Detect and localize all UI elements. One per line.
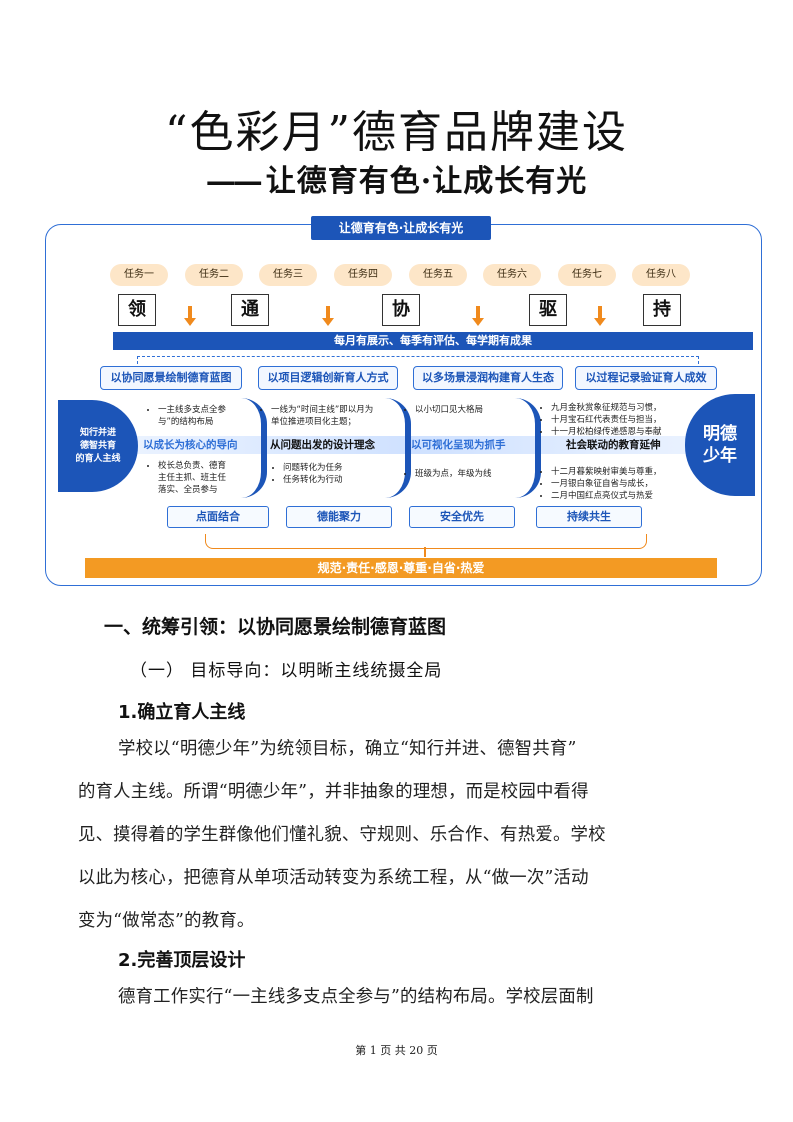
task-char: 持: [643, 294, 681, 326]
subtitle-dash: ——: [205, 164, 263, 199]
item-heading: 1.确立育人主线: [118, 702, 246, 723]
col3-bottom: 班级为点，年级为线: [405, 468, 515, 480]
strategy-box: 以项目逻辑创新育人方式: [258, 366, 398, 390]
bullet-item: 以小切口见大格局: [415, 404, 515, 416]
col4-top: 九月金秋赏象征规范与习惯， 十月宝石红代表责任与担当， 十一月松柏绿传递感恩与奉…: [541, 402, 691, 438]
col2-bottom: 问题转化为任务 任务转化为行动: [273, 462, 383, 486]
subsection-heading: （一） 目标导向：以明晰主线统摄全局: [130, 661, 443, 681]
task-pill: 任务八: [632, 264, 690, 286]
page-title: “色彩月”德育品牌建设: [165, 107, 628, 158]
task-pill: 任务四: [334, 264, 392, 286]
orange-brace: [205, 534, 647, 549]
paragraph-2: 德育工作实行“一主线多支点全参与”的结构布局。学校层面制: [78, 976, 718, 1019]
col4-bottom: 十二月暮紫映射审美与尊重， 一月银白象征自省与成长， 二月中国红点亮仪式与热爱: [541, 466, 691, 502]
bullet-item: 十月宝石红代表责任与担当，: [551, 414, 691, 426]
paragraph-line: 以此为核心，把德育从单项活动转变为系统工程，从“做一次”活动: [78, 868, 589, 888]
divider-arc: [385, 398, 411, 498]
bullet-item: 十二月暮紫映射审美与尊重，: [551, 466, 691, 478]
band-label: 从问题出发的设计理念: [270, 439, 375, 451]
paragraph-line: 的育人主线。所谓“明德少年”，并非抽象的理想，而是校园中看得: [78, 782, 589, 802]
bullet-item: 一线为“时间主线”即以月为单位推进项目化主题；: [271, 404, 381, 428]
values-bar: 规范·责任·感恩·尊重·自省·热爱: [85, 558, 717, 578]
brace-stem: [424, 547, 426, 557]
bullet-item: 一月银白象征自省与成长，: [551, 478, 691, 490]
section-heading: 一、统筹引领：以协同愿景绘制德育蓝图: [104, 616, 447, 638]
col1-top: 一主线多支点全参与”的结构布局: [148, 404, 234, 428]
bullet-item: 十一月松柏绿传递感恩与奉献: [551, 426, 691, 438]
task-char: 协: [382, 294, 420, 326]
task-char: 驱: [529, 294, 567, 326]
subtitle-text: 让德育有色·让成长有光: [265, 164, 588, 199]
task-pill: 任务七: [558, 264, 616, 286]
bullet-item: 校长总负责、德育主任主抓、班主任落实、全员参与: [158, 460, 234, 496]
task-char: 领: [118, 294, 156, 326]
band-label: 社会联动的教育延伸: [566, 439, 661, 451]
strategy-box: 以过程记录验证育人成效: [575, 366, 717, 390]
task-pill: 任务五: [409, 264, 467, 286]
task-pill: 任务六: [483, 264, 541, 286]
framework-diagram: 让德育有色·让成长有光 任务一 任务二 任务三 任务四 任务五 任务六 任务七 …: [45, 216, 762, 586]
diagram-banner: 让德育有色·让成长有光: [311, 216, 491, 240]
strategy-box: 以多场景浸润构建育人生态: [413, 366, 563, 390]
task-pill: 任务一: [110, 264, 168, 286]
page-subtitle: ——让德育有色·让成长有光: [0, 156, 793, 200]
paragraph-line: 变为“做常态”的教育。: [78, 911, 255, 931]
item-heading: 2.完善顶层设计: [118, 950, 246, 971]
paragraph-line: 学校以“明德少年”为统领目标，确立“知行并进、德智共育”: [118, 739, 577, 759]
goal-text: 明德 少年: [703, 424, 737, 466]
col3-top: 以小切口见大格局: [405, 404, 515, 416]
core-band: [135, 436, 695, 454]
dashed-connector: [137, 356, 699, 369]
principle-pill: 安全优先: [409, 506, 515, 528]
band-label: 以可视化呈现为抓手: [411, 439, 506, 451]
bullet-item: 问题转化为任务: [283, 462, 383, 474]
principle-pill: 点面结合: [167, 506, 269, 528]
band-label: 以成长为核心的导向: [143, 439, 238, 451]
bullet-item: 任务转化为行动: [283, 474, 383, 486]
main-line-text: 知行并进 德智共育 的育人主线: [75, 427, 121, 464]
task-char: 通: [231, 294, 269, 326]
col2-top: 一线为“时间主线”即以月为单位推进项目化主题；: [261, 404, 381, 428]
task-pill: 任务二: [185, 264, 243, 286]
bullet-item: 一主线多支点全参与”的结构布局: [158, 404, 234, 428]
page-footer: 第 1 页 共 20 页: [355, 1044, 438, 1057]
bullet-item: 二月中国红点亮仪式与热爱: [551, 490, 691, 502]
principle-pill: 德能聚力: [286, 506, 392, 528]
bullet-item: 班级为点，年级为线: [415, 468, 515, 480]
task-pill: 任务三: [259, 264, 317, 286]
paragraph-line: 见、摸得着的学生群像他们懂礼貌、守规则、乐合作、有热爱。学校: [78, 825, 606, 845]
divider-arc: [241, 398, 267, 498]
principle-pill: 持续共生: [536, 506, 642, 528]
paragraph-line: 德育工作实行“一主线多支点全参与”的结构布局。学校层面制: [118, 987, 594, 1007]
bullet-item: 九月金秋赏象征规范与习惯，: [551, 402, 691, 414]
col1-bottom: 校长总负责、德育主任主抓、班主任落实、全员参与: [148, 460, 234, 496]
paragraph-1: 学校以“明德少年”为统领目标，确立“知行并进、德智共育” 的育人主线。所谓“明德…: [78, 728, 718, 943]
evaluation-bar: 每月有展示、每季有评估、每学期有成果: [113, 332, 753, 350]
strategy-box: 以协同愿景绘制德育蓝图: [100, 366, 242, 390]
divider-arc: [515, 398, 541, 498]
main-line-badge: 知行并进 德智共育 的育人主线: [58, 400, 138, 492]
goal-badge: 明德 少年: [685, 394, 755, 496]
